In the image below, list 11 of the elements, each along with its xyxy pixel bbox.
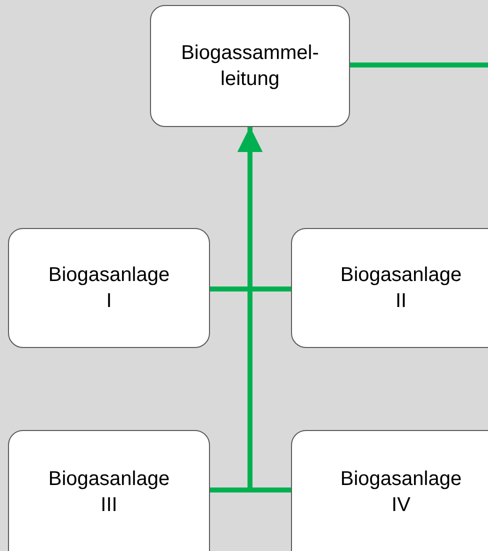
process-box bbox=[150, 5, 350, 127]
box-label: Biogasanlage III bbox=[48, 467, 170, 518]
box-label: Biogasanlage I bbox=[48, 263, 170, 314]
connector-line bbox=[350, 62, 488, 68]
box-label: Biogasanlage IV bbox=[340, 467, 462, 518]
process-box bbox=[291, 228, 488, 348]
box-label: Biogassammel- leitung bbox=[181, 41, 319, 92]
process-box bbox=[8, 228, 210, 348]
process-box bbox=[291, 430, 488, 551]
box-label: Biogasanlage II bbox=[340, 263, 462, 314]
process-box bbox=[8, 430, 210, 551]
